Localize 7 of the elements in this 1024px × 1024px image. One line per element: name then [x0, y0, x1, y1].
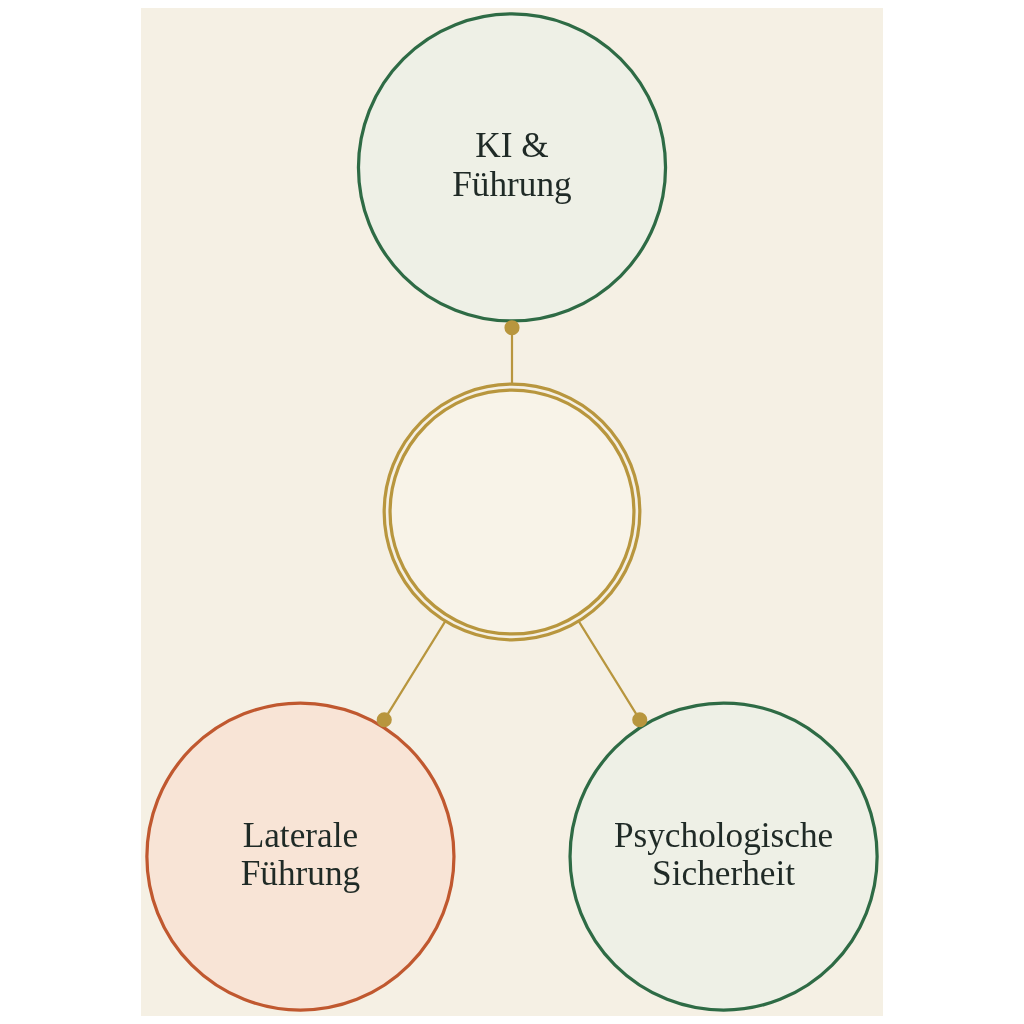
connector — [577, 620, 648, 728]
node-circle: KI & Führung — [356, 12, 668, 323]
connector — [504, 320, 520, 385]
node-circle: Laterale Führung — [145, 701, 456, 1012]
connector — [376, 620, 447, 728]
node-circle: Psychologische Sicherheit — [568, 701, 879, 1012]
node-circle — [382, 382, 642, 642]
